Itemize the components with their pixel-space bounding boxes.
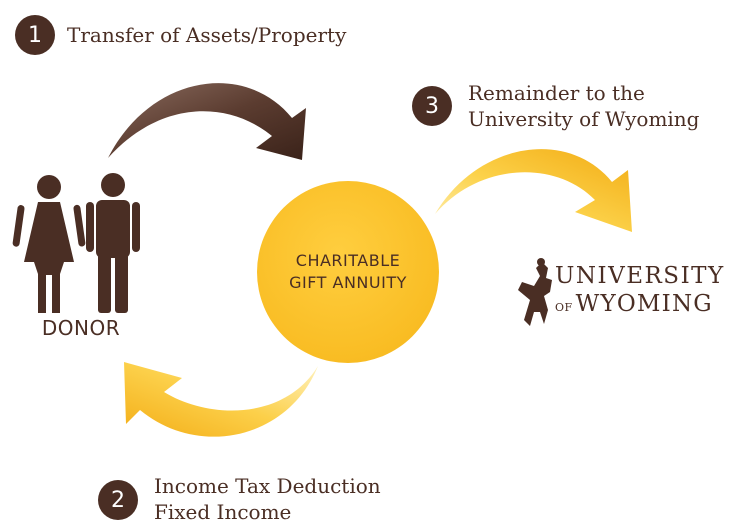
wordmark-of: OF <box>555 301 573 314</box>
step-2-line-1: Income Tax Deduction <box>154 474 381 498</box>
step-3-line-1: Remainder to the <box>468 81 645 105</box>
charitable-gift-annuity-circle: CHARITABLE GIFT ANNUITY <box>257 181 439 363</box>
step-1-text: Transfer of Assets/Property <box>67 22 346 48</box>
wordmark-wyoming: WYOMING <box>575 291 713 317</box>
circle-label-line-1: CHARITABLE <box>295 251 401 270</box>
man-icon <box>86 173 140 313</box>
step-2-badge: 2 <box>98 480 138 520</box>
circle-label: CHARITABLE GIFT ANNUITY <box>273 250 423 294</box>
step-1-badge: 1 <box>15 15 55 55</box>
wordmark-university: UNIVERSITY <box>555 263 725 289</box>
donor-label: DONOR <box>41 316 121 340</box>
step-2-line-2: Fixed Income <box>154 500 292 524</box>
step-1-line-1: Transfer of Assets/Property <box>67 23 347 47</box>
arrow-annuity-to-donor <box>124 362 318 437</box>
arrow-annuity-to-university <box>435 149 632 232</box>
woman-icon <box>12 175 86 313</box>
step-3-line-2: University of Wyoming <box>468 107 700 131</box>
bucking-horse-logo <box>518 258 552 326</box>
step-2-text: Income Tax Deduction Fixed Income <box>154 473 381 525</box>
step-3-badge: 3 <box>412 86 452 126</box>
circle-label-line-2: GIFT ANNUITY <box>289 273 407 292</box>
step-3-text: Remainder to the University of Wyoming <box>468 80 699 132</box>
arrow-donor-to-annuity <box>108 83 306 160</box>
